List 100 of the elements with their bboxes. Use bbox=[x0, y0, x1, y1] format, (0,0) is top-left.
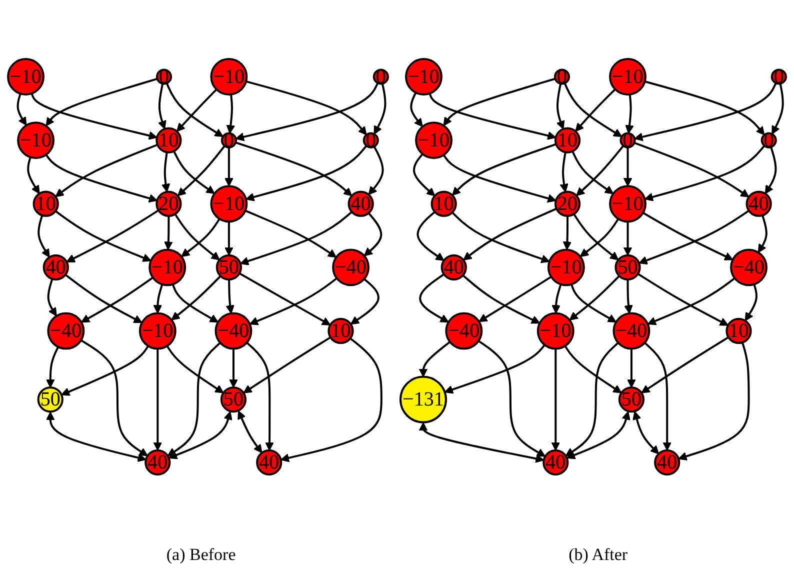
arrow bbox=[158, 84, 166, 130]
node-circle: 40 bbox=[654, 450, 680, 476]
arrow bbox=[627, 348, 636, 388]
node-circle: −40 bbox=[730, 248, 768, 286]
node-circle: 10 bbox=[726, 318, 752, 344]
arrow bbox=[374, 84, 386, 135]
arrow bbox=[573, 214, 619, 261]
arrow bbox=[46, 78, 158, 127]
node-circle: 40 bbox=[440, 254, 467, 281]
arrow bbox=[238, 272, 331, 326]
node-circle: 50 bbox=[220, 386, 247, 413]
arrow bbox=[552, 284, 562, 314]
arrow bbox=[177, 145, 226, 196]
arrow bbox=[16, 94, 27, 126]
arrow bbox=[243, 336, 332, 394]
arrow bbox=[418, 422, 544, 464]
arrow bbox=[80, 277, 154, 323]
arrow bbox=[54, 210, 152, 262]
node-circle: −40 bbox=[612, 312, 650, 350]
arrow bbox=[478, 340, 546, 458]
arrow bbox=[443, 78, 556, 126]
arrow bbox=[564, 83, 622, 138]
arrow bbox=[176, 88, 218, 132]
arrow bbox=[46, 412, 146, 462]
arrow bbox=[229, 348, 238, 388]
node-circle: 50 bbox=[216, 254, 242, 281]
arrow bbox=[246, 145, 368, 202]
arrow bbox=[164, 216, 173, 250]
arrow bbox=[172, 284, 218, 323]
arrow bbox=[572, 151, 614, 194]
arrow bbox=[173, 150, 215, 194]
arrow bbox=[161, 152, 170, 193]
arrow bbox=[38, 215, 50, 258]
node-circle: 50 bbox=[618, 386, 645, 413]
arrow bbox=[625, 94, 634, 134]
arrow bbox=[560, 152, 568, 193]
arrow bbox=[637, 273, 728, 326]
arrow bbox=[575, 88, 616, 132]
arrow bbox=[64, 274, 142, 324]
arrow bbox=[27, 157, 40, 194]
arrow bbox=[153, 284, 164, 314]
node-circle: 40 bbox=[144, 450, 171, 476]
arrow bbox=[419, 274, 449, 323]
arrow bbox=[565, 342, 619, 456]
arrow bbox=[642, 212, 734, 261]
arrow bbox=[174, 214, 220, 261]
node-circle: 10 bbox=[554, 127, 581, 154]
node-circle: 20 bbox=[156, 191, 182, 218]
node-circle: 10 bbox=[32, 191, 59, 218]
arrow bbox=[580, 218, 620, 258]
arrow bbox=[623, 222, 632, 256]
arrow bbox=[171, 276, 222, 321]
arrow bbox=[410, 92, 423, 128]
node-circle: 40 bbox=[256, 450, 282, 476]
node-circle: 40 bbox=[348, 191, 374, 218]
arrow bbox=[166, 346, 224, 394]
node-circle: −40 bbox=[47, 312, 85, 350]
arrow bbox=[647, 278, 736, 326]
node-circle: −10 bbox=[7, 58, 44, 96]
node-circle: 50 bbox=[37, 386, 64, 413]
arrow bbox=[249, 278, 338, 326]
node-circle: −10 bbox=[609, 185, 646, 223]
arrow bbox=[758, 215, 768, 254]
arrow bbox=[678, 342, 750, 461]
arrow bbox=[569, 275, 620, 321]
node-circle: 10 bbox=[430, 191, 457, 218]
node-circle: 10 bbox=[156, 127, 182, 154]
arrow bbox=[224, 148, 234, 187]
arrow bbox=[478, 276, 552, 322]
node-circle: −131 bbox=[400, 376, 447, 424]
node-circle: −10 bbox=[415, 122, 452, 160]
arrow bbox=[246, 342, 274, 452]
node-circle: −40 bbox=[214, 312, 252, 350]
node-circle: −10 bbox=[547, 248, 585, 286]
arrow bbox=[566, 411, 630, 460]
node-circle: −40 bbox=[445, 312, 483, 350]
arrow bbox=[350, 278, 380, 325]
arrow bbox=[452, 144, 556, 196]
panel-caption: (a) Before bbox=[166, 545, 236, 565]
arrow bbox=[166, 83, 224, 138]
arrow bbox=[764, 146, 777, 194]
node-circle: 50 bbox=[614, 254, 641, 281]
arrow bbox=[462, 274, 540, 324]
node-circle: −10 bbox=[210, 185, 248, 223]
node-circle: 40 bbox=[42, 254, 69, 281]
arrow bbox=[238, 410, 262, 454]
node-circle: 40 bbox=[542, 450, 569, 476]
arrow bbox=[564, 346, 622, 394]
arrow bbox=[624, 280, 633, 314]
arrow bbox=[235, 142, 352, 196]
panel-caption: (b) After bbox=[568, 545, 628, 565]
node-circle: −10 bbox=[536, 312, 574, 350]
node-circle: −10 bbox=[210, 58, 248, 96]
arrow bbox=[644, 145, 766, 202]
arrow bbox=[47, 278, 57, 317]
arrow bbox=[634, 82, 777, 142]
arrow bbox=[181, 218, 220, 258]
arrow bbox=[632, 411, 660, 454]
node-circle: −40 bbox=[332, 248, 370, 286]
arrow bbox=[244, 210, 337, 258]
